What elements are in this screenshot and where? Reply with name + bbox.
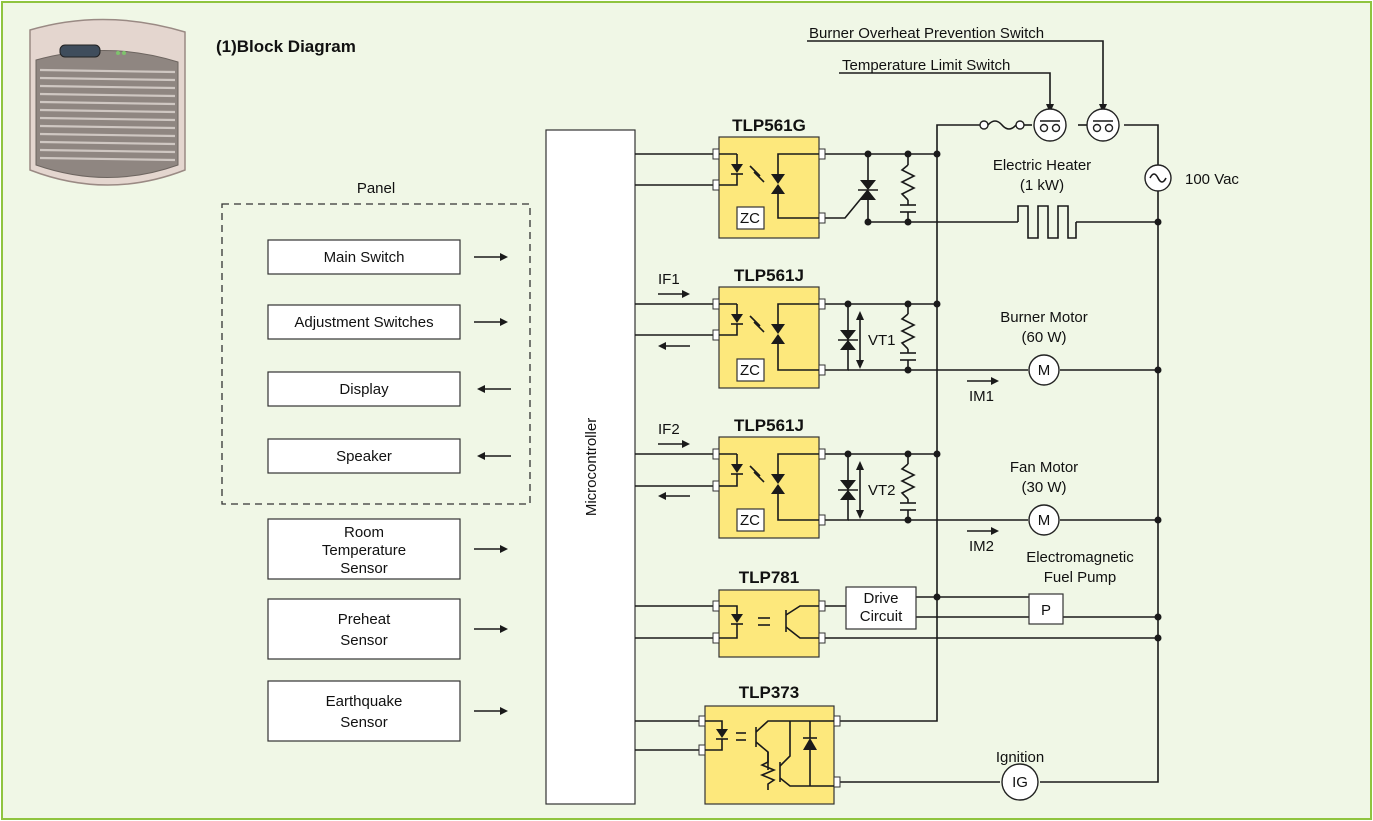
drive-circuit-box xyxy=(845,586,917,630)
tlp561j-chip-1 xyxy=(712,286,826,389)
chip-2-label: TLP561J xyxy=(734,266,804,285)
vt1-arrow xyxy=(856,311,864,369)
vt1-label: VT1 xyxy=(868,332,896,349)
tlp561g-chip xyxy=(712,136,826,239)
zc-label-3: ZC xyxy=(740,512,760,529)
room-sensor-line-1: Room xyxy=(344,524,384,541)
current-arrows xyxy=(658,290,999,535)
panel-group xyxy=(221,203,531,505)
chip-1-label: TLP561G xyxy=(732,116,806,135)
earthquake-sensor-line-1: Earthquake xyxy=(326,693,403,710)
snubber-2-icon xyxy=(900,313,916,361)
ignition-icon xyxy=(1001,763,1039,801)
speaker-label: Speaker xyxy=(336,448,392,465)
zc-label-1: ZC xyxy=(740,210,760,227)
fan-motor-icon xyxy=(1028,504,1060,536)
fan-motor-label-2: (30 W) xyxy=(1022,479,1067,496)
preheat-sensor-line-1: Preheat xyxy=(338,611,391,628)
pump-label-1: Electromagnetic xyxy=(1026,549,1134,566)
burner-motor-symbol: M xyxy=(1038,362,1051,379)
display-box xyxy=(267,371,461,407)
electric-heater-element xyxy=(1017,205,1077,239)
fuse-icon xyxy=(979,120,1032,130)
pump-label-2: Fuel Pump xyxy=(1044,569,1117,586)
room-sensor-line-3: Sensor xyxy=(340,560,388,577)
circuit-wiring xyxy=(635,40,1159,783)
room-temperature-sensor-box xyxy=(267,518,461,580)
burner-overheat-switch-icon xyxy=(1086,108,1120,142)
main-switch-label: Main Switch xyxy=(324,249,405,266)
ignition-symbol: IG xyxy=(1012,774,1028,791)
temperature-limit-switch-icon xyxy=(1033,108,1067,142)
fan-motor-label-1: Fan Motor xyxy=(1010,459,1078,476)
speaker-box xyxy=(267,438,461,474)
earthquake-sensor-box xyxy=(267,680,461,742)
microcontroller-label: Microcontroller xyxy=(583,418,600,516)
drive-label-1: Drive xyxy=(863,590,898,607)
vt2-label: VT2 xyxy=(868,482,896,499)
ac-wave-icon xyxy=(1149,173,1167,183)
heater-illustration-icon xyxy=(29,18,186,186)
snubber-1-icon xyxy=(900,164,916,213)
preheat-sensor-line-2: Sensor xyxy=(340,632,388,649)
display-label: Display xyxy=(339,381,389,398)
tlp781-chip xyxy=(712,589,826,658)
room-sensor-line-2: Temperature xyxy=(322,542,406,559)
tlp561j-chip-2 xyxy=(712,436,826,539)
diagram-title: (1)Block Diagram xyxy=(216,37,356,56)
supply-label: 100 Vac xyxy=(1185,171,1239,188)
junction-dots xyxy=(844,150,1162,642)
chip-3-label: TLP561J xyxy=(734,416,804,435)
limit-switch-label: Temperature Limit Switch xyxy=(842,57,1010,74)
earthquake-sensor-line-2: Sensor xyxy=(340,714,388,731)
vt2-arrow xyxy=(856,461,864,519)
chip-4-label: TLP781 xyxy=(739,568,799,587)
burner-motor-label-1: Burner Motor xyxy=(1000,309,1088,326)
fan-motor-symbol: M xyxy=(1038,512,1051,529)
fuel-pump-box xyxy=(1028,593,1064,625)
zc-label-2: ZC xyxy=(740,362,760,379)
tlp373-chip xyxy=(698,705,841,805)
ignition-label: Ignition xyxy=(996,749,1044,766)
panel-label: Panel xyxy=(357,180,395,197)
external-triac-3-icon xyxy=(838,480,858,500)
if2-label: IF2 xyxy=(658,421,680,438)
burner-motor-icon xyxy=(1028,354,1060,386)
fuel-pump-symbol: P xyxy=(1041,602,1051,619)
heater-label-2: (1 kW) xyxy=(1020,177,1064,194)
overheat-switch-label: Burner Overheat Prevention Switch xyxy=(809,25,1044,42)
preheat-sensor-box xyxy=(267,598,461,660)
im2-label: IM2 xyxy=(969,538,994,555)
adjustment-switches-label: Adjustment Switches xyxy=(294,314,433,331)
drive-label-2: Circuit xyxy=(860,608,903,625)
heater-label-1: Electric Heater xyxy=(993,157,1091,174)
chip-5-label: TLP373 xyxy=(739,683,799,702)
external-triac-1-icon xyxy=(858,180,878,200)
im1-label: IM1 xyxy=(969,388,994,405)
burner-motor-label-2: (60 W) xyxy=(1022,329,1067,346)
snubber-3-icon xyxy=(900,463,916,511)
if1-label: IF1 xyxy=(658,271,680,288)
panel-signal-arrows xyxy=(474,253,511,715)
main-switch-box xyxy=(267,239,461,275)
microcontroller-box xyxy=(545,129,636,805)
adjustment-switches-box xyxy=(267,304,461,340)
external-triac-2-icon xyxy=(838,330,858,350)
